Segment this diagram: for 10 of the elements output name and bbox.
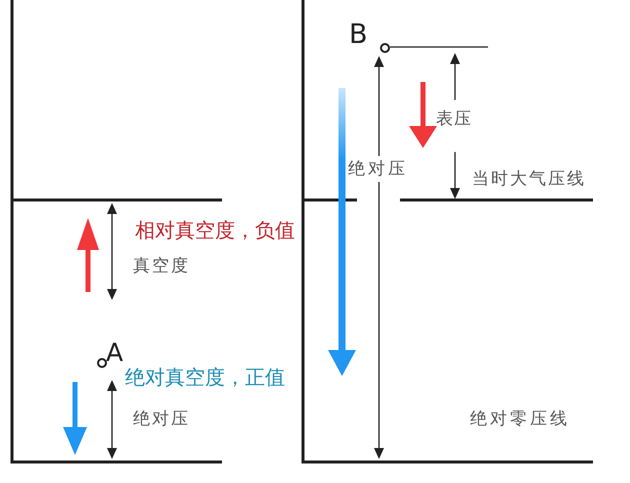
line-label: 绝对零压线 <box>470 410 570 429</box>
dimension-label: 表压 <box>436 110 472 129</box>
line-label: 当时大气压线 <box>472 170 586 189</box>
dimension-label: 真空度 <box>133 257 190 276</box>
note-text: 相对真空度，负值 <box>135 219 295 241</box>
point-label: A <box>106 339 124 366</box>
point-label: B <box>349 20 368 50</box>
dimension-label: 绝对压 <box>133 410 190 429</box>
dimension-label: 绝对压 <box>348 160 408 179</box>
note-text: 绝对真空度，正值 <box>125 366 285 388</box>
